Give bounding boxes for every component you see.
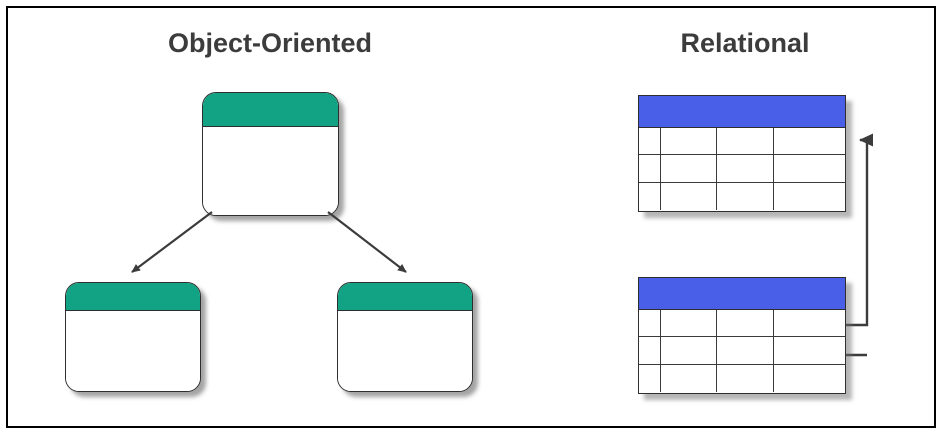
table-cell xyxy=(639,364,661,392)
oo-node-header xyxy=(66,283,200,311)
oo-node-child-right[interactable] xyxy=(337,282,473,392)
table-row xyxy=(639,182,845,210)
table-header-row xyxy=(639,278,845,310)
table-header-row xyxy=(639,96,845,128)
oo-node-child-left[interactable] xyxy=(65,282,201,392)
table-cell xyxy=(774,155,844,182)
section-title-relational: Relational xyxy=(680,28,810,58)
table-cell xyxy=(717,364,774,392)
oo-node-body xyxy=(203,127,338,215)
table-cell xyxy=(774,364,844,392)
section-title-object-oriented: Object-Oriented xyxy=(167,28,373,58)
oo-node-parent[interactable] xyxy=(202,92,339,216)
table-cell xyxy=(639,310,661,337)
table-cell xyxy=(774,182,844,210)
table-row xyxy=(639,310,845,338)
connector-parent-to-child-right xyxy=(327,211,407,273)
table-cell xyxy=(661,364,717,392)
table-cell xyxy=(717,155,774,182)
relational-table-top[interactable] xyxy=(638,95,846,212)
table-cell xyxy=(774,128,844,155)
table-cell xyxy=(639,337,661,364)
table-row xyxy=(639,155,845,183)
table-cell xyxy=(661,182,717,210)
table-cell xyxy=(717,182,774,210)
table-row xyxy=(639,128,845,156)
table-cell xyxy=(774,337,844,364)
connector-fk-bottom-to-top xyxy=(846,133,873,327)
oo-node-header xyxy=(203,93,338,127)
oo-node-header xyxy=(338,283,472,311)
table-cell xyxy=(717,128,774,155)
table-row xyxy=(639,364,845,392)
table-cell xyxy=(639,128,661,155)
oo-node-body xyxy=(66,311,200,391)
table-cell xyxy=(717,310,774,337)
oo-node-body xyxy=(338,311,472,391)
relational-table-bottom[interactable] xyxy=(638,277,846,394)
table-cell xyxy=(639,155,661,182)
connector-parent-to-child-left xyxy=(131,211,213,273)
table-row xyxy=(639,337,845,365)
table-cell xyxy=(661,310,717,337)
table-cell xyxy=(661,128,717,155)
table-cell xyxy=(661,155,717,182)
table-cell xyxy=(774,310,844,337)
table-cell xyxy=(639,182,661,210)
table-cell xyxy=(717,337,774,364)
table-cell xyxy=(661,337,717,364)
